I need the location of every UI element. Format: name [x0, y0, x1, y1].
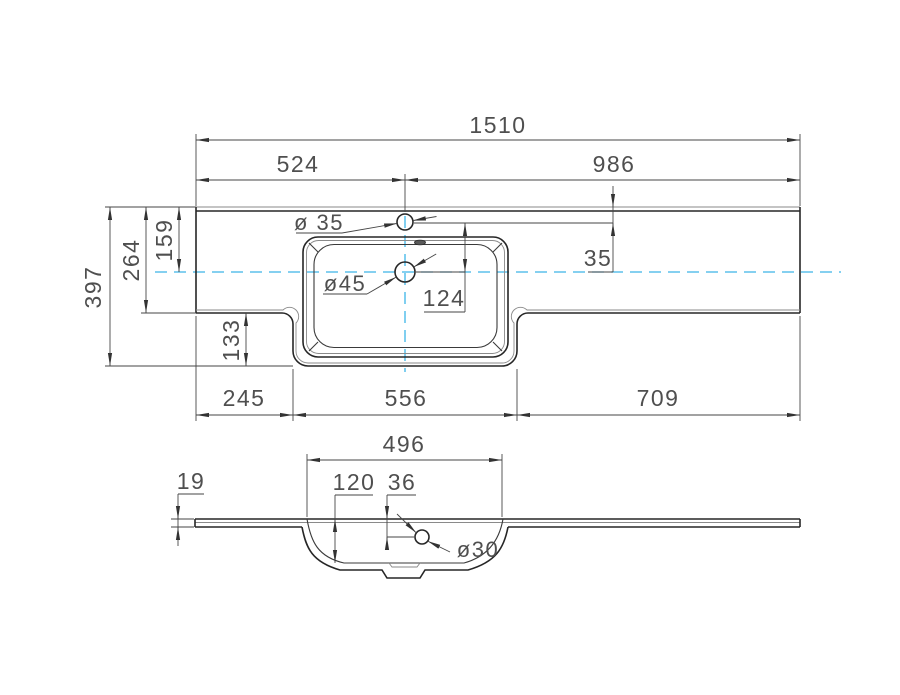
dim-back-to-front-main: 264 — [118, 239, 144, 282]
dim-slab-thickness: 19 — [177, 468, 206, 494]
sink-basin — [302, 213, 509, 358]
dim-back-to-faucet: 35 — [584, 245, 613, 271]
plan-dimensions-top: 1510 524 986 — [195, 112, 801, 212]
dim-total-width: 1510 — [469, 112, 526, 138]
dim-bowl-width: 496 — [383, 431, 426, 457]
dim-front-right: 709 — [637, 385, 680, 411]
leader-drain30-near — [396, 513, 417, 534]
dim-apron-drop: 133 — [218, 319, 244, 362]
centerlines — [155, 216, 841, 372]
drain-recess — [388, 562, 421, 568]
dim-back-to-centerline: 159 — [151, 219, 177, 262]
plan-view: 1510 524 986 397 264 159 133 — [80, 112, 841, 421]
corner-tick-tl — [308, 242, 319, 253]
sink-rim-outer — [302, 236, 509, 358]
basin-inner-edge — [313, 243, 498, 349]
faucet-hole — [396, 213, 414, 231]
plan-dimensions-bottom: 245 556 709 — [195, 316, 801, 421]
leader-drain30-far — [427, 540, 451, 553]
leader-drain-near — [366, 276, 397, 295]
front-edge-with-apron-thin — [196, 306, 800, 364]
sink-rim-inner — [306, 240, 505, 354]
leader-faucet-far — [412, 216, 437, 222]
corner-tick-bl — [308, 341, 319, 352]
dim-bowl-depth: 120 — [333, 469, 376, 495]
slab — [194, 518, 801, 528]
drain-hole-section — [414, 529, 430, 545]
dim-left-to-faucet: 524 — [277, 151, 320, 177]
plan-dimensions-left: 397 264 159 133 — [80, 206, 293, 367]
section-dim-bowl-width: 496 — [306, 431, 503, 517]
corner-tick-br — [492, 341, 503, 352]
section-dim-thickness: 19 — [171, 468, 206, 546]
plan-diameter-labels: ø 35 ø45 — [294, 210, 437, 296]
dim-faucet-to-drain: 124 — [423, 285, 466, 311]
plan-dimensions-holes: 35 124 — [414, 186, 616, 313]
section-view: 19 496 120 36 ø30 — [171, 431, 801, 579]
overflow-slot — [414, 239, 426, 246]
bowl-outer-wall — [301, 526, 509, 579]
leader-drain-far — [413, 253, 437, 268]
section-dim-drain-dia: ø30 — [396, 513, 499, 562]
bowl-inner-wall — [306, 518, 504, 564]
section-dim-drain-offset: 36 — [384, 469, 417, 550]
dim-top-to-drain: 36 — [388, 469, 417, 495]
countertop-outline — [195, 206, 801, 367]
leader-faucet-near — [341, 222, 398, 234]
label-drain-dia: ø30 — [457, 537, 499, 562]
corner-tick-tr — [492, 242, 503, 253]
dim-front-middle: 556 — [385, 385, 428, 411]
dim-faucet-to-right: 986 — [593, 151, 636, 177]
drain-hole — [394, 261, 416, 283]
label-drain-hole-dia: ø45 — [324, 271, 366, 296]
dim-total-depth: 397 — [80, 266, 106, 309]
label-faucet-hole-dia: ø 35 — [294, 210, 344, 235]
section-dim-bowl-depth: 120 — [333, 469, 376, 563]
front-edge-with-apron — [196, 312, 800, 367]
dim-front-left: 245 — [223, 385, 266, 411]
bowl-section — [301, 518, 509, 579]
